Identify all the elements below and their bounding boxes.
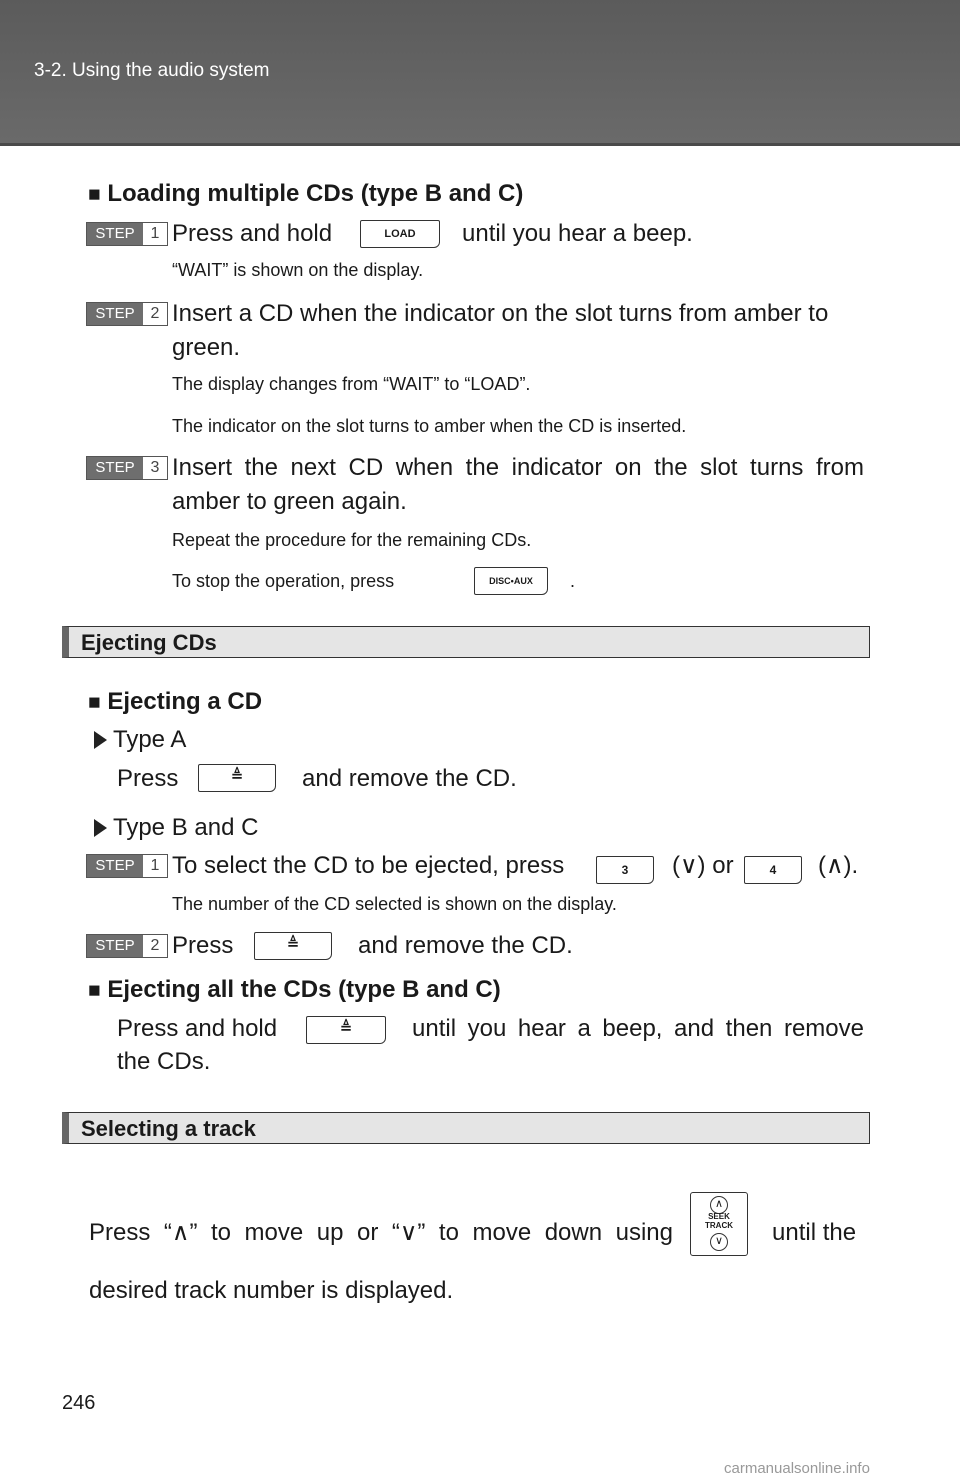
loading-step2-text-2: green. xyxy=(172,334,241,361)
loading-step3-text-2: amber to green again. xyxy=(172,488,407,515)
loading-step1-text-a: Press and hold xyxy=(172,220,333,247)
type-bc-label: Type B and C xyxy=(94,812,258,844)
loading-heading: ■ Loading multiple CDs (type B and C) xyxy=(88,180,524,207)
loading-step3-note-2b: . xyxy=(570,571,576,591)
loading-step1-text-b: until you hear a beep. xyxy=(462,220,693,247)
disc-4-button[interactable]: 4 xyxy=(744,856,802,884)
eject-all-text-a: Press and hold xyxy=(117,1015,278,1042)
chevron-down-icon: ∨ xyxy=(710,1233,728,1251)
load-button[interactable]: LOAD xyxy=(360,220,440,248)
section-track-title: Selecting a track xyxy=(62,1112,870,1144)
section-ejecting-title: Ejecting CDs xyxy=(62,626,870,658)
page-number: 246 xyxy=(62,1392,96,1414)
loading-step1-note: “WAIT” is shown on the display. xyxy=(172,260,424,280)
loading-heading-text: Loading multiple CDs (type B and C) xyxy=(107,180,524,207)
loading-step3-text-1: Insert the next CD when the indicator on… xyxy=(172,454,864,481)
eject-step1-end: (∧). xyxy=(818,852,859,879)
eject-step2-text-a: Press xyxy=(172,932,234,959)
loading-step3-note-2a: To stop the operation, press xyxy=(172,571,395,591)
eject-step1-text-a: To select the CD to be ejected, press xyxy=(172,852,565,879)
loading-step2-text-1: Insert a CD when the indicator on the sl… xyxy=(172,300,829,327)
arrow-right-icon xyxy=(94,731,107,749)
eject-button[interactable]: ≜ xyxy=(254,932,332,960)
eject-button[interactable]: ≜ xyxy=(306,1016,386,1044)
type-a-text-a: Press xyxy=(117,765,179,792)
arrow-right-icon xyxy=(94,819,107,837)
eject-all-text-c: the CDs. xyxy=(117,1048,211,1075)
loading-step2-note-2: The indicator on the slot turns to amber… xyxy=(172,416,687,436)
watermark: carmanualsonline.info xyxy=(724,1460,870,1477)
loading-step3-note-1: Repeat the procedure for the remaining C… xyxy=(172,530,532,550)
eject-step2-text-b: and remove the CD. xyxy=(358,932,573,959)
eject-all-text-b: until you hear a beep, and then remove xyxy=(412,1015,864,1042)
type-a-text-b: and remove the CD. xyxy=(302,765,517,792)
page-header: 3-2. Using the audio system xyxy=(0,0,960,146)
disc-aux-button[interactable]: DISC•AUX xyxy=(474,567,548,595)
track-text-b: until the xyxy=(772,1219,857,1246)
eject-single-heading: ■ Ejecting a CD xyxy=(88,688,263,715)
track-text-a: Press “∧” to move up or “∨” to move down… xyxy=(89,1219,673,1246)
eject-button[interactable]: ≜ xyxy=(198,764,276,792)
track-text-c: desired track number is displayed. xyxy=(89,1277,454,1304)
disc-3-button[interactable]: 3 xyxy=(596,856,654,884)
eject-step1-note: The number of the CD selected is shown o… xyxy=(172,894,617,914)
eject-step1-mid: (∨) or xyxy=(672,852,734,879)
section-title: 3-2. Using the audio system xyxy=(34,60,270,81)
loading-step2-note-1: The display changes from “WAIT” to “LOAD… xyxy=(172,374,531,394)
type-a-label: Type A xyxy=(94,724,186,756)
chevron-up-icon: ∧ xyxy=(710,1196,728,1214)
eject-all-heading: ■ Ejecting all the CDs (type B and C) xyxy=(88,976,501,1003)
